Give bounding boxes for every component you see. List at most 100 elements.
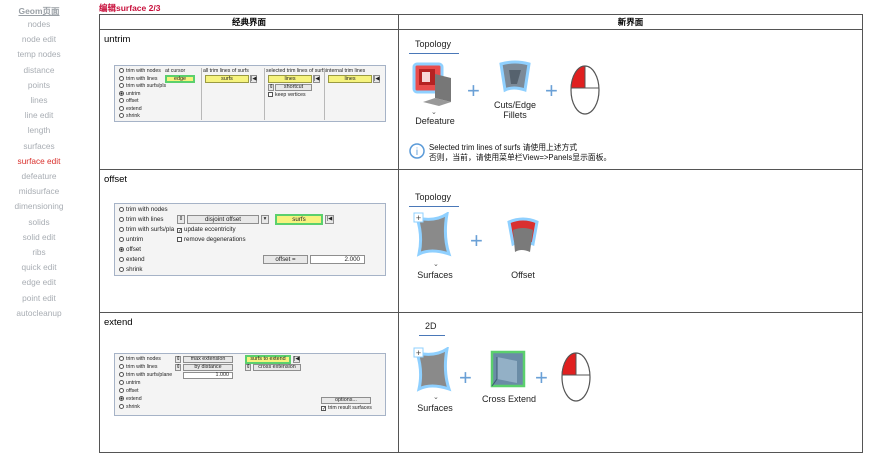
sidebar-item-edge-edit[interactable]: edge edit bbox=[21, 277, 57, 288]
options-button[interactable]: options... bbox=[321, 397, 371, 404]
update-eccentricity-checkbox[interactable]: ✓update eccentricity bbox=[177, 226, 236, 234]
sidebar: Geom页面 nodes node edit temp nodes distan… bbox=[0, 0, 78, 461]
toggle-icon[interactable]: ⇕ bbox=[177, 215, 185, 224]
selected-trim-label: selected trim lines of surfs bbox=[266, 68, 326, 74]
lines-selector[interactable]: lines bbox=[268, 75, 312, 83]
cuts-edge-fillets-label: Cuts/Edge Fillets bbox=[493, 100, 537, 120]
sidebar-item-point-edit[interactable]: point edit bbox=[22, 292, 56, 303]
offset-value-input[interactable]: 2.000 bbox=[310, 255, 365, 264]
radio-extend[interactable]: extend bbox=[119, 105, 142, 112]
classic-cell-offset: offset trim with nodes trim with lines t… bbox=[99, 169, 399, 313]
cuts-edge-fillets-icon[interactable] bbox=[497, 58, 533, 96]
sidebar-item-temp-nodes[interactable]: temp nodes bbox=[17, 49, 61, 60]
toggle-icon[interactable]: ⇕ bbox=[245, 364, 251, 371]
sidebar-item-defeature[interactable]: defeature bbox=[21, 171, 57, 182]
distance-value-input[interactable]: 1.000 bbox=[183, 372, 233, 379]
keep-vertices-checkbox[interactable]: keep vertices bbox=[268, 92, 306, 98]
toggle-icon[interactable]: ⇕ bbox=[175, 364, 181, 371]
surfs-to-extend-selector[interactable]: surfs to extend bbox=[245, 355, 291, 364]
dropdown-icon[interactable]: ▾ bbox=[261, 215, 269, 224]
radio-trim-nodes[interactable]: trim with nodes bbox=[119, 68, 161, 74]
radio-extend[interactable]: extend bbox=[119, 256, 145, 263]
info-line-1: Selected trim lines of surfs 请使用上述方式 bbox=[429, 143, 578, 152]
tab-underline bbox=[409, 53, 459, 54]
sidebar-title[interactable]: Geom页面 bbox=[18, 6, 60, 16]
reset-icon[interactable]: |◀ bbox=[293, 356, 300, 363]
internal-trim-label: internal trim lines bbox=[326, 68, 366, 74]
sidebar-item-quick-edit[interactable]: quick edit bbox=[21, 262, 57, 273]
edge-selector[interactable]: edge bbox=[165, 75, 195, 83]
sidebar-item-points[interactable]: points bbox=[27, 79, 51, 90]
sidebar-item-lines[interactable]: lines bbox=[30, 95, 48, 106]
surface-icon[interactable]: + bbox=[413, 212, 453, 258]
offset-icon[interactable] bbox=[503, 214, 543, 258]
radio-shrink[interactable]: shrink bbox=[119, 266, 143, 273]
reset-icon[interactable]: |◀ bbox=[250, 75, 257, 83]
radio-offset[interactable]: offset bbox=[119, 388, 139, 394]
radio-untrim[interactable]: untrim bbox=[119, 236, 143, 243]
defeature-icon[interactable] bbox=[411, 60, 456, 110]
sidebar-item-ribs[interactable]: ribs bbox=[32, 247, 46, 258]
sidebar-item-solids[interactable]: solids bbox=[28, 216, 50, 227]
disjoint-offset-button[interactable]: disjoint offset bbox=[187, 215, 259, 224]
shortcut-button[interactable]: shortcut bbox=[275, 83, 312, 91]
surfs-selector[interactable]: surfs bbox=[275, 214, 323, 225]
by-distance-button[interactable]: by distance bbox=[183, 364, 233, 371]
radio-trim-lines[interactable]: trim with lines bbox=[119, 75, 157, 82]
chevron-down-icon[interactable]: ⌄ bbox=[433, 394, 439, 401]
sidebar-item-line-edit[interactable]: line edit bbox=[24, 110, 54, 121]
radio-trim-surfs[interactable]: trim with surfs/pls bbox=[119, 83, 166, 89]
page-title-text: surface 2/3 bbox=[116, 3, 161, 13]
tab-2d[interactable]: 2D bbox=[425, 321, 437, 331]
radio-trim-nodes[interactable]: trim with nodes bbox=[119, 356, 161, 362]
sidebar-item-nodes[interactable]: nodes bbox=[27, 19, 51, 29]
divider bbox=[324, 68, 325, 120]
internal-lines-selector[interactable]: lines bbox=[328, 75, 372, 83]
mouse-icon bbox=[561, 352, 591, 402]
sidebar-item-midsurface[interactable]: midsurface bbox=[18, 186, 60, 197]
toggle-icon[interactable]: ⇕ bbox=[175, 356, 181, 363]
sidebar-item-node-edit[interactable]: node edit bbox=[21, 34, 57, 45]
chevron-down-icon[interactable]: ⌄ bbox=[433, 261, 439, 268]
radio-trim-lines[interactable]: trim with lines bbox=[119, 216, 163, 223]
untrim-panel: trim with nodes trim with lines trim wit… bbox=[114, 65, 386, 122]
sidebar-item-autocleanup[interactable]: autocleanup bbox=[16, 307, 62, 318]
max-extension-button[interactable]: max extension bbox=[183, 356, 233, 363]
reset-icon[interactable]: |◀ bbox=[325, 215, 334, 224]
sidebar-item-solid-edit[interactable]: solid edit bbox=[22, 231, 56, 242]
surfs-selector[interactable]: surfs bbox=[205, 75, 249, 83]
radio-trim-surfs[interactable]: trim with surfs/pla bbox=[119, 226, 174, 233]
surfaces-label: Surfaces bbox=[417, 270, 453, 280]
radio-trim-nodes[interactable]: trim with nodes bbox=[119, 206, 168, 213]
radio-shrink[interactable]: shrink bbox=[119, 113, 140, 119]
surface-icon[interactable]: + bbox=[413, 347, 453, 393]
sidebar-item-length[interactable]: length bbox=[27, 125, 51, 136]
toggle-icon[interactable]: ⇕ bbox=[268, 83, 274, 91]
plus-icon: + bbox=[467, 78, 480, 103]
trim-result-checkbox[interactable]: ✓trim result surfaces bbox=[321, 405, 372, 412]
radio-offset[interactable]: offset bbox=[119, 246, 141, 253]
radio-shrink[interactable]: shrink bbox=[119, 404, 140, 410]
remove-degenerations-checkbox[interactable]: remove degenerations bbox=[177, 236, 246, 243]
radio-untrim[interactable]: untrim bbox=[119, 90, 140, 97]
radio-extend[interactable]: extend bbox=[119, 396, 142, 402]
cross-extension-button[interactable]: cross extension bbox=[253, 364, 301, 371]
radio-trim-surfs[interactable]: trim with surfs/plane bbox=[119, 372, 172, 378]
tab-topology[interactable]: Topology bbox=[415, 39, 452, 49]
radio-offset[interactable]: offset bbox=[119, 98, 139, 104]
sidebar-item-distance[interactable]: distance bbox=[23, 64, 55, 75]
reset-icon[interactable]: |◀ bbox=[313, 75, 320, 83]
cross-extend-icon[interactable] bbox=[489, 349, 529, 391]
radio-trim-lines[interactable]: trim with lines bbox=[119, 364, 157, 370]
sidebar-item-surface-edit[interactable]: surface edit bbox=[17, 155, 61, 166]
chevron-down-icon[interactable]: ⌄ bbox=[431, 109, 437, 116]
sidebar-item-surfaces[interactable]: surfaces bbox=[23, 140, 55, 151]
tab-topology[interactable]: Topology bbox=[415, 192, 452, 202]
reset-icon[interactable]: |◀ bbox=[373, 75, 380, 83]
sidebar-item-dimensioning[interactable]: dimensioning bbox=[14, 201, 64, 212]
classic-cell-extend: extend trim with nodes trim with lines t… bbox=[99, 312, 399, 453]
offset-label-button[interactable]: offset = bbox=[263, 255, 308, 264]
tab-underline bbox=[419, 335, 445, 336]
new-cell-offset: Topology + ⌄ Surfaces + Offset bbox=[398, 169, 863, 313]
radio-untrim[interactable]: untrim bbox=[119, 380, 140, 386]
